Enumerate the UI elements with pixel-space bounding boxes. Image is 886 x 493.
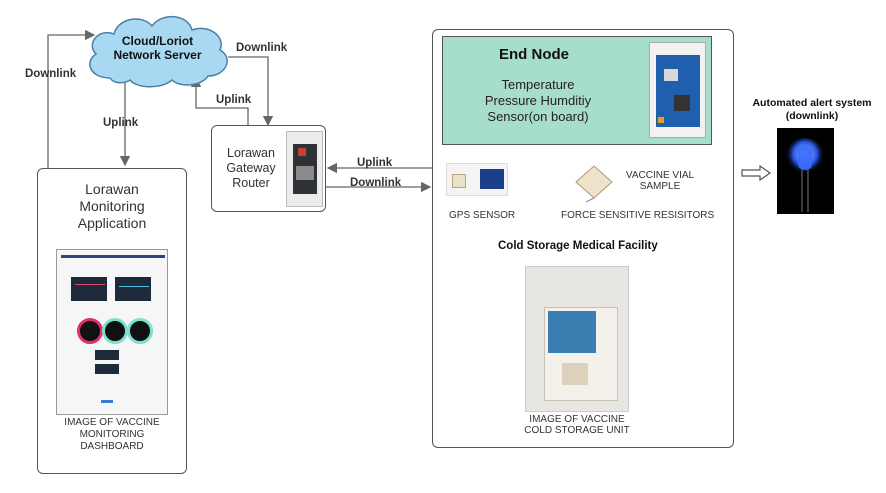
force-sensor-icon (575, 165, 613, 202)
monitoring-caption-line2: MONITORING (79, 429, 145, 440)
dashboard-button (101, 400, 113, 403)
gps-module-icon (480, 169, 504, 189)
storage-board (548, 311, 596, 353)
cold-storage-caption-line1: IMAGE OF VACCINE (529, 414, 625, 425)
dashboard-header-bar (61, 255, 165, 258)
gauge-1-icon (77, 318, 103, 344)
gauge-3-icon (127, 318, 153, 344)
gps-sensor-image (446, 163, 508, 196)
dashboard-panel-2 (95, 364, 119, 374)
cold-storage-image (525, 266, 629, 412)
sensor-board-pcb (656, 55, 700, 127)
led-image (777, 128, 834, 214)
end-node-line1: Temperature (501, 77, 575, 92)
end-node-line3: Sensor(on board) (487, 109, 589, 124)
end-node-title: End Node (499, 46, 569, 63)
uplink-left-label: Uplink (103, 117, 139, 129)
dashboard-chart-line-2 (119, 286, 149, 287)
monitoring-title-line1: Lorawan (85, 181, 139, 197)
alert-system-line1: Automated alert system (752, 97, 872, 109)
downlink-left-line (47, 29, 96, 168)
storage-fsr (562, 363, 588, 385)
sensor-board-image (649, 42, 706, 138)
gateway-board-module (296, 166, 314, 180)
end-node-panel: End Node Temperature Pressure Humditiy S… (442, 36, 712, 145)
vaccine-vial-line2: SAMPLE (639, 181, 681, 192)
monitoring-caption: IMAGE OF VACCINE MONITORING DASHBOARD (38, 417, 186, 453)
gateway-label: Lorawan Gateway Router (216, 146, 286, 191)
uplink-mid-label: Uplink (357, 157, 393, 169)
alert-system-label: Automated alert system (downlink) (742, 97, 882, 123)
uplink-top-line (190, 76, 249, 125)
monitoring-caption-line1: IMAGE OF VACCINE (64, 417, 160, 428)
downlink-mid-label: Downlink (350, 177, 402, 189)
gateway-board-chip (298, 148, 306, 156)
cloud-label-line2: Network Server (113, 48, 202, 62)
gateway-label-line3: Router (232, 176, 270, 190)
downlink-left-label: Downlink (25, 68, 77, 80)
gateway-box: Lorawan Gateway Router (211, 125, 326, 212)
dashboard-chart-2 (115, 277, 151, 301)
dashboard-image (56, 249, 168, 415)
monitoring-title-line3: Application (77, 215, 147, 231)
cold-storage-caption: IMAGE OF VACCINE COLD STORAGE UNIT (510, 414, 644, 436)
gateway-label-line2: Gateway (226, 161, 276, 175)
uplink-top-label: Uplink (216, 94, 252, 106)
alert-arrow (741, 164, 772, 182)
cloud-icon (89, 16, 228, 88)
led-icon (785, 138, 825, 212)
end-node-description: Temperature Pressure Humditiy Sensor(on … (463, 77, 613, 125)
cloud-label: Cloud/Loriot Network Server (100, 34, 215, 62)
sensor-board-module (674, 95, 690, 111)
monitoring-application-box: Lorawan Monitoring Application IMAGE OF … (37, 168, 187, 474)
facility-title: Cold Storage Medical Facility (498, 240, 658, 252)
alert-system-line2: (downlink) (785, 110, 839, 122)
sensor-board-led (658, 117, 664, 123)
dashboard-panel-1 (95, 350, 119, 360)
cold-storage-caption-line2: COLD STORAGE UNIT (524, 425, 630, 436)
sensor-board-chip (664, 69, 678, 81)
dashboard-chart-line (75, 284, 105, 285)
gateway-label-line1: Lorawan (227, 146, 275, 160)
gateway-board-image (286, 131, 323, 207)
monitoring-caption-line3: DASHBOARD (80, 441, 144, 452)
force-sensor-label: FORCE SENSITIVE RESISITORS (561, 210, 715, 221)
vaccine-vial-line1: VACCINE VIAL (625, 170, 695, 181)
cloud-label-line1: Cloud/Loriot (121, 34, 194, 48)
end-node-line2: Pressure Humditiy (484, 93, 592, 108)
downlink-top-line (228, 56, 274, 127)
gps-sensor-label: GPS SENSOR (449, 210, 516, 221)
monitoring-title-line2: Monitoring (79, 198, 145, 214)
downlink-top-label: Downlink (236, 42, 288, 54)
gps-antenna-icon (452, 174, 466, 188)
vaccine-vial-label: VACCINE VIAL SAMPLE (620, 170, 700, 192)
dashboard-chart-1 (71, 277, 107, 301)
gauge-2-icon (102, 318, 128, 344)
monitoring-title: Lorawan Monitoring Application (38, 181, 186, 232)
